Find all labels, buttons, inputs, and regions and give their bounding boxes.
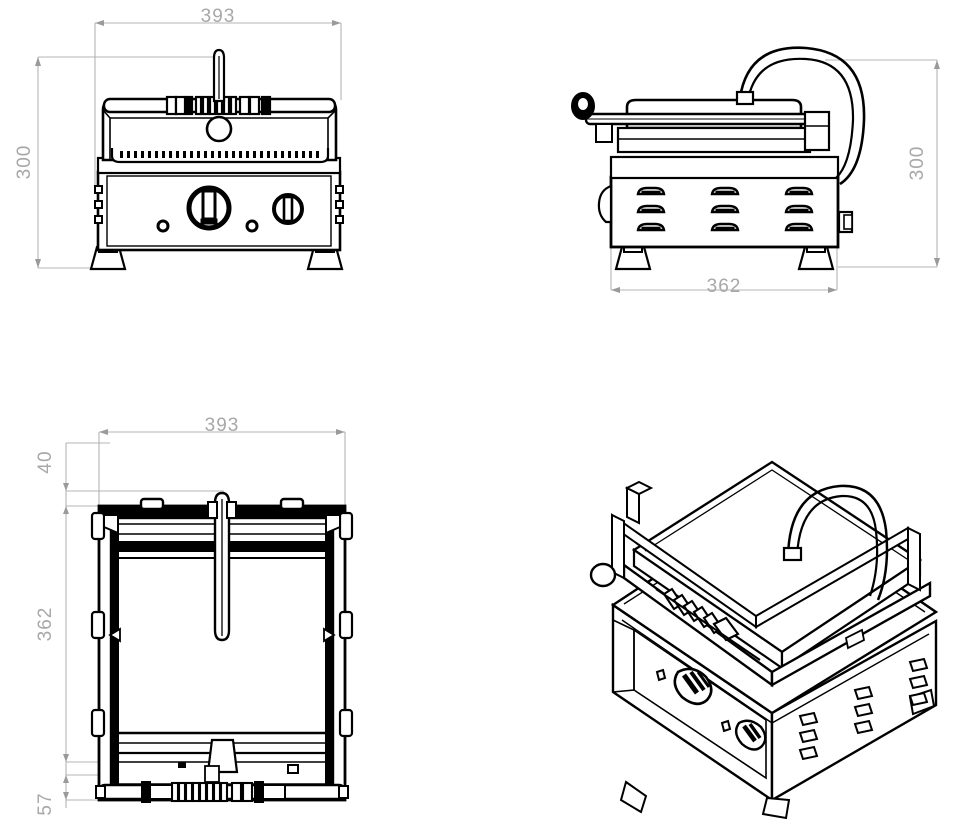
conical-foot-rear bbox=[797, 245, 835, 271]
dim-label-300-right: 300 bbox=[907, 146, 928, 181]
iso-handle-end-knob[interactable] bbox=[589, 562, 617, 588]
dim-label-393-plan: 393 bbox=[205, 415, 240, 436]
iso-small-control-knob[interactable] bbox=[734, 719, 767, 751]
handle-grip-segments bbox=[165, 95, 272, 116]
corner-pivot-left bbox=[103, 514, 121, 643]
large-control-knob[interactable] bbox=[186, 185, 232, 231]
hinge-bracket-right bbox=[279, 497, 305, 511]
iso-upper-platen bbox=[631, 460, 923, 671]
panel-side-ribs-right bbox=[335, 185, 344, 224]
dim-label-57: 57 bbox=[35, 792, 56, 815]
indicator-light-right bbox=[245, 219, 259, 233]
corner-pivot-right bbox=[323, 514, 341, 643]
dim-label-362-bottom: 362 bbox=[707, 276, 742, 297]
dimension-393-plan bbox=[98, 429, 346, 510]
upper-lid-assembly bbox=[101, 98, 338, 164]
centre-handle-stem[interactable] bbox=[207, 491, 237, 642]
plan-grill-body bbox=[90, 491, 354, 803]
panel-side-ribs-left bbox=[94, 185, 103, 224]
indicator-light-left bbox=[156, 219, 170, 233]
view-front-elevation bbox=[35, 20, 344, 271]
handle-stem bbox=[212, 48, 226, 103]
dimension-393-top bbox=[94, 20, 342, 185]
conical-foot-front bbox=[614, 245, 652, 271]
iso-feet bbox=[619, 688, 936, 820]
front-handle-bar-plan[interactable] bbox=[95, 781, 349, 803]
dim-label-300-left: 300 bbox=[14, 145, 35, 180]
iso-rear-tab bbox=[844, 628, 866, 650]
view-isometric bbox=[589, 460, 939, 820]
rear-connector bbox=[837, 210, 854, 234]
handle-bar[interactable] bbox=[102, 95, 337, 116]
front-grill-body bbox=[89, 48, 344, 271]
hinge-bracket-left bbox=[139, 497, 165, 511]
side-clips-left bbox=[90, 511, 106, 738]
view-plan bbox=[63, 429, 354, 808]
hinge-block bbox=[803, 110, 831, 152]
iso-handle-frame[interactable] bbox=[589, 480, 932, 688]
dim-label-393-top: 393 bbox=[201, 6, 236, 27]
small-control-knob[interactable] bbox=[272, 193, 304, 225]
iso-power-cable-arc bbox=[782, 484, 889, 601]
dim-label-40: 40 bbox=[35, 450, 56, 473]
dim-label-362-plan: 362 bbox=[35, 607, 56, 642]
side-grill-body bbox=[571, 46, 866, 271]
iso-indicator-lights bbox=[655, 668, 732, 733]
view-side-elevation bbox=[571, 46, 940, 293]
iso-large-control-knob[interactable] bbox=[673, 667, 713, 706]
front-drip-lip bbox=[597, 184, 613, 224]
plate-serrations bbox=[120, 151, 319, 158]
lid-latch-knob[interactable] bbox=[205, 115, 233, 143]
power-cable-arc bbox=[735, 46, 866, 186]
handle-end-knob[interactable] bbox=[571, 92, 595, 120]
